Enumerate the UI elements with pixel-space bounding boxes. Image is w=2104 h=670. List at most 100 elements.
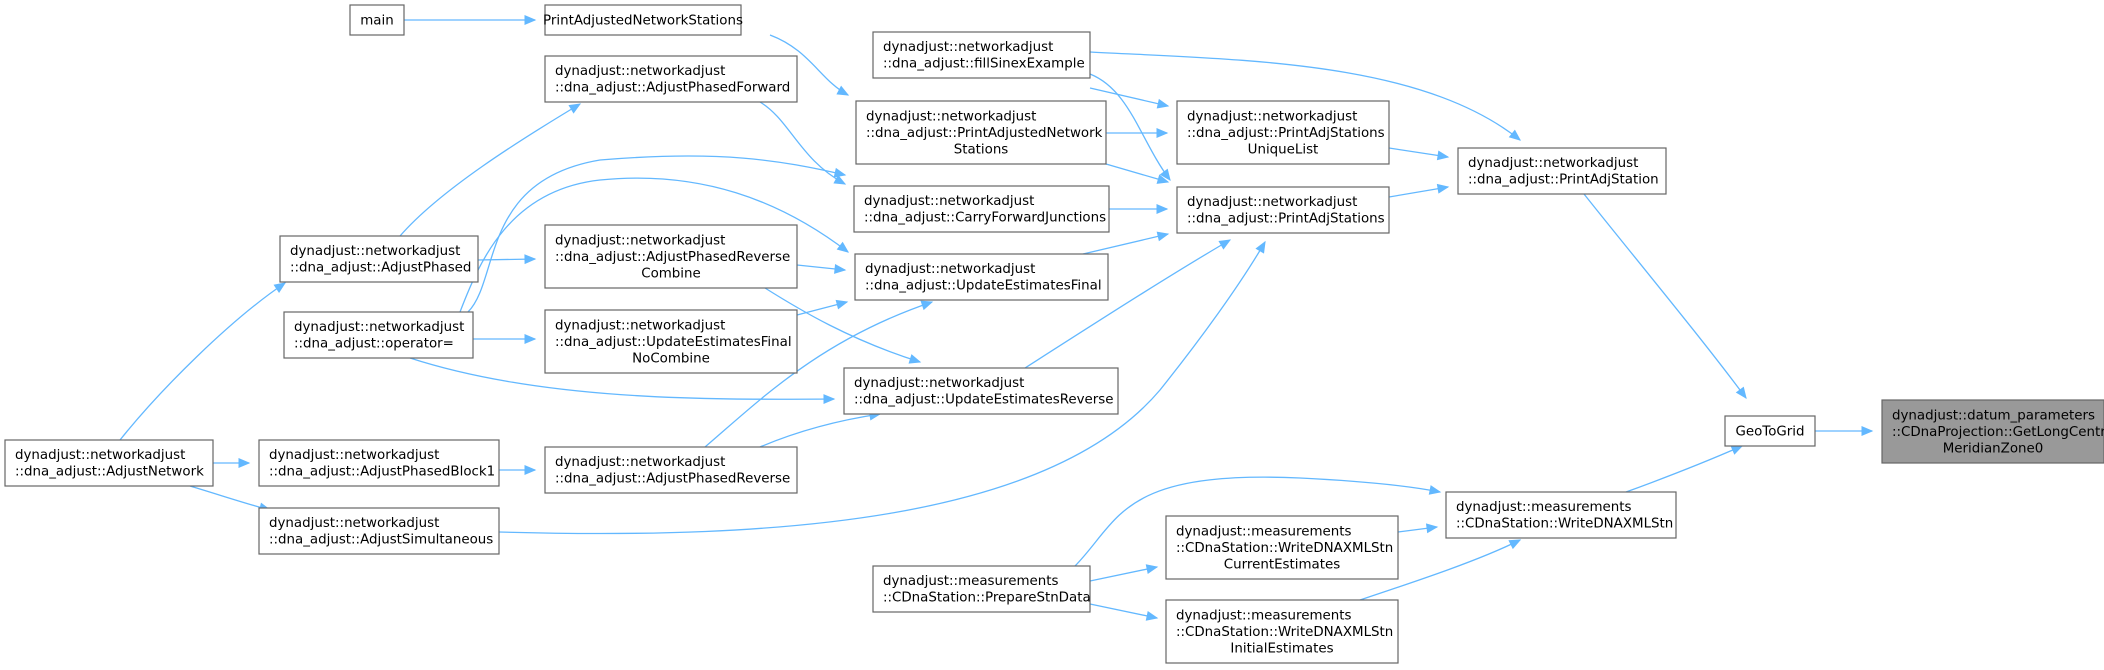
node-preparestndata[interactable]: dynadjust::measurements::CDnaStation::Pr… xyxy=(872,565,1091,613)
node-label-line: ::dna_adjust::UpdateEstimatesFinal xyxy=(555,335,792,350)
node-box[interactable] xyxy=(544,446,798,494)
edge-line xyxy=(119,282,286,441)
arrow-head-icon xyxy=(1508,539,1522,550)
node-adjustnetwork[interactable]: dynadjust::networkadjust::dna_adjust::Ad… xyxy=(4,439,214,487)
node-getlongcentral[interactable]: dynadjust::datum_parameters::CDnaProject… xyxy=(1881,399,2104,464)
edge-writecurrent-to-writednaxmlstn xyxy=(1397,523,1439,534)
node-box[interactable] xyxy=(872,565,1091,613)
arrow-head-icon xyxy=(836,241,850,253)
node-box[interactable] xyxy=(1176,186,1390,234)
node-label-line: ::dna_adjust::AdjustPhasedReverse xyxy=(555,250,790,265)
arrow-head-icon xyxy=(836,85,850,96)
node-carryforward[interactable]: dynadjust::networkadjust::dna_adjust::Ca… xyxy=(853,185,1110,233)
node-label-line: dynadjust::networkadjust xyxy=(555,318,725,333)
node-updatereverse[interactable]: dynadjust::networkadjust::dna_adjust::Up… xyxy=(843,367,1119,415)
edge-operator-to-updatereverse xyxy=(409,357,836,405)
arrow-head-icon xyxy=(835,299,849,310)
node-label-line: dynadjust::networkadjust xyxy=(294,320,464,335)
node-label-line: ::dna_adjust::CarryForwardJunctions xyxy=(864,211,1106,226)
edge-operator-to-carryforward xyxy=(467,155,847,313)
node-box[interactable] xyxy=(855,100,1107,165)
node-printadjstations[interactable]: dynadjust::networkadjust::dna_adjust::Pr… xyxy=(1176,186,1390,234)
arrow-head-icon xyxy=(1730,445,1744,455)
node-box[interactable] xyxy=(258,507,500,555)
node-box[interactable] xyxy=(283,311,474,359)
node-label-line: InitialEstimates xyxy=(1230,641,1333,656)
edge-preparestndata-to-writednaxmlstn xyxy=(1074,476,1442,567)
node-box[interactable] xyxy=(544,309,798,374)
node-adjustphasedblock1[interactable]: dynadjust::networkadjust::dna_adjust::Ad… xyxy=(258,439,500,487)
edge-adjustphased-to-adjustphasedforward xyxy=(399,103,582,237)
node-label-line: dynadjust::networkadjust xyxy=(1187,109,1357,124)
edge-carryforward-to-printadjstations xyxy=(1109,204,1169,214)
node-operator[interactable]: dynadjust::networkadjust::dna_adjust::op… xyxy=(283,311,474,359)
node-adjustsimultaneous[interactable]: dynadjust::networkadjust::dna_adjust::Ad… xyxy=(258,507,500,555)
arrow-head-icon xyxy=(1428,485,1442,495)
edge-line xyxy=(1089,51,1521,141)
edge-line xyxy=(399,103,581,237)
node-label-line: dynadjust::networkadjust xyxy=(269,448,439,463)
node-label-line: ::CDnaStation::WriteDNAXMLStn xyxy=(1456,517,1673,532)
node-label-line: Combine xyxy=(641,266,701,281)
node-box[interactable] xyxy=(1881,399,2104,464)
edge-printadjustednetworkstations_m-to-printadjstations xyxy=(1105,163,1170,184)
node-box[interactable] xyxy=(1176,100,1390,165)
node-writeinitial[interactable]: dynadjust::measurements::CDnaStation::Wr… xyxy=(1165,599,1399,664)
edge-line xyxy=(189,485,271,511)
node-box[interactable] xyxy=(1445,491,1677,539)
edge-adjustphasedreversecombine-to-updatereverse xyxy=(764,287,922,364)
node-box[interactable] xyxy=(1165,515,1399,580)
edge-preparestndata-to-writeinitial xyxy=(1089,603,1159,621)
node-writecurrent[interactable]: dynadjust::measurements::CDnaStation::Wr… xyxy=(1165,515,1399,580)
node-printadjustednetworkstations_m[interactable]: dynadjust::networkadjust::dna_adjust::Pr… xyxy=(855,100,1107,165)
node-box[interactable] xyxy=(349,4,405,36)
arrow-head-icon xyxy=(1425,523,1439,534)
edge-adjustphasedreverse-to-updatereverse xyxy=(759,410,882,448)
node-label-line: ::dna_adjust::fillSinexExample xyxy=(883,57,1085,72)
node-label-line: ::CDnaStation::WriteDNAXMLStn xyxy=(1176,625,1393,640)
node-label-line: dynadjust::datum_parameters xyxy=(1892,408,2095,423)
node-label-line: ::CDnaStation::PrepareStnData xyxy=(883,591,1091,606)
node-label-line: GeoToGrid xyxy=(1735,424,1804,439)
node-box[interactable] xyxy=(1165,599,1399,664)
node-box[interactable] xyxy=(544,55,798,103)
node-updatefinalnocombine[interactable]: dynadjust::networkadjust::dna_adjust::Up… xyxy=(544,309,798,374)
node-box[interactable] xyxy=(258,439,500,487)
node-adjustphasedreversecombine[interactable]: dynadjust::networkadjust::dna_adjust::Ad… xyxy=(544,224,798,289)
node-box[interactable] xyxy=(1724,415,1816,447)
node-updatefinal[interactable]: dynadjust::networkadjust::dna_adjust::Up… xyxy=(854,253,1109,301)
node-label-line: ::dna_adjust::PrintAdjStation xyxy=(1468,173,1659,188)
arrow-head-icon xyxy=(524,254,537,265)
arrow-head-icon xyxy=(1145,611,1159,621)
node-printadjustednetworkstations[interactable]: PrintAdjustedNetworkStations xyxy=(543,4,743,36)
node-box[interactable] xyxy=(4,439,214,487)
node-label-line: ::dna_adjust::UpdateEstimatesReverse xyxy=(854,393,1114,408)
node-box[interactable] xyxy=(854,253,1109,301)
node-main[interactable]: main xyxy=(349,4,405,36)
node-box[interactable] xyxy=(544,4,742,36)
node-fillsinex[interactable]: dynadjust::networkadjust::dna_adjust::fi… xyxy=(872,31,1091,79)
node-printadjstation[interactable]: dynadjust::networkadjust::dna_adjust::Pr… xyxy=(1457,147,1667,195)
node-box[interactable] xyxy=(853,185,1110,233)
arrow-head-icon xyxy=(1156,231,1170,242)
node-box[interactable] xyxy=(544,224,798,289)
edge-preparestndata-to-writecurrent xyxy=(1089,564,1159,582)
edge-adjustnetwork-to-adjustphased xyxy=(119,282,287,441)
edge-fillsinex-to-printadjstationsunique xyxy=(1089,87,1170,109)
node-label-line: dynadjust::networkadjust xyxy=(290,244,460,259)
node-adjustphasedforward[interactable]: dynadjust::networkadjust::dna_adjust::Ad… xyxy=(544,55,798,103)
node-geotogrid[interactable]: GeoToGrid xyxy=(1724,415,1816,447)
node-box[interactable] xyxy=(872,31,1091,79)
edge-adjustsimultaneous-to-printadjstations xyxy=(498,240,1266,535)
node-box[interactable] xyxy=(843,367,1119,415)
edge-fillsinex-to-printadjstation xyxy=(1089,51,1522,141)
node-printadjstationsunique[interactable]: dynadjust::networkadjust::dna_adjust::Pr… xyxy=(1176,100,1390,165)
edge-updatefinalnocombine-to-updatefinal xyxy=(796,299,849,316)
node-writednaxmlstn[interactable]: dynadjust::measurements::CDnaStation::Wr… xyxy=(1445,491,1677,539)
edge-adjustphasedforward-to-carryforward xyxy=(759,101,847,185)
node-adjustphasedreverse[interactable]: dynadjust::networkadjust::dna_adjust::Ad… xyxy=(544,446,798,494)
node-box[interactable] xyxy=(279,235,479,283)
node-adjustphased[interactable]: dynadjust::networkadjust::dna_adjust::Ad… xyxy=(279,235,479,283)
node-box[interactable] xyxy=(1457,147,1667,195)
arrow-head-icon xyxy=(908,354,922,364)
